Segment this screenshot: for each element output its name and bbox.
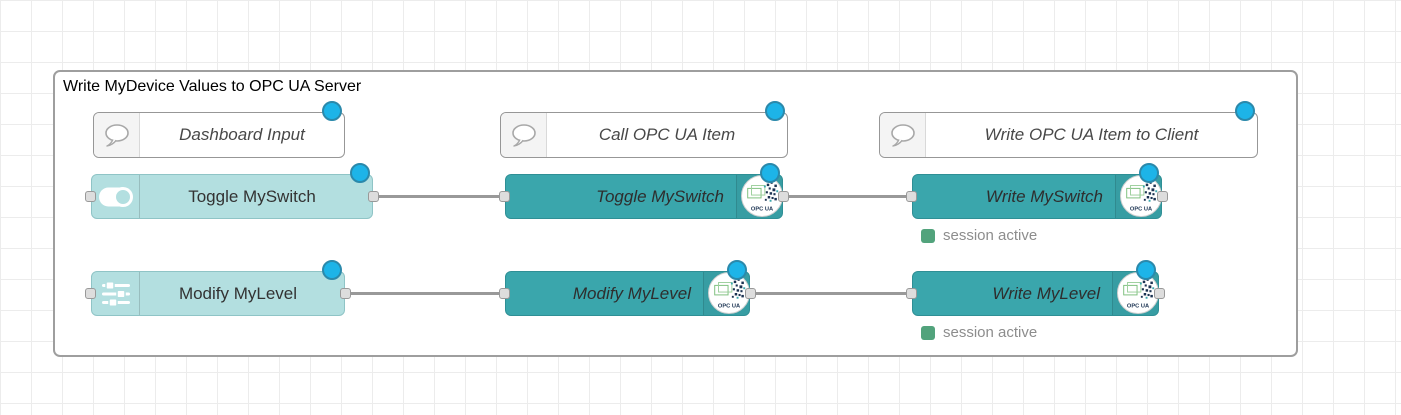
node-modify-mylevel-opcua[interactable]: Modify MyLevel OPC UA [499,260,756,316]
comment-label: Dashboard Input [179,125,305,144]
node-write-mylevel-opcua[interactable]: Write MyLevel OPC UA [906,260,1165,316]
toggle-switch-icon [92,175,140,218]
status-label: session active [943,324,1038,341]
output-port[interactable] [1157,191,1168,202]
input-port[interactable] [499,288,510,299]
opcua-badge-icon: OPC UA [741,175,783,217]
comment-label: Call OPC UA Item [598,125,736,144]
input-port[interactable] [499,191,510,202]
opcua-badge-icon: OPC UA [1120,175,1162,217]
comment-node-dashboard-input[interactable]: Dashboard Input [93,101,345,158]
output-port[interactable] [340,288,351,299]
svg-text:OPC UA: OPC UA [1130,206,1152,212]
changed-indicator-dot [765,101,785,121]
output-port[interactable] [1154,288,1165,299]
changed-indicator-dot [1139,163,1159,183]
svg-text:OPC UA: OPC UA [1127,303,1149,309]
speech-bubble-icon [501,113,547,157]
wire-toggle-ui-to-opc[interactable] [376,195,506,198]
wire-modify-ui-to-opc[interactable] [348,292,506,295]
changed-indicator-dot [322,260,342,280]
node-label: Write MySwitch [985,186,1103,206]
sliders-icon [92,272,140,315]
speech-bubble-icon [94,113,140,157]
status-dot-icon [921,325,935,340]
node-label: Toggle MySwitch [596,186,724,206]
node-modify-mylevel-dashboard[interactable]: Modify MyLevel [85,260,351,316]
output-port[interactable] [778,191,789,202]
input-port[interactable] [85,288,96,299]
comment-label: Write OPC UA Item to Client [984,125,1199,144]
status-label: session active [943,227,1038,244]
output-port[interactable] [745,288,756,299]
changed-indicator-dot [350,163,370,183]
speech-bubble-icon [880,113,926,157]
status-indicator: session active [921,324,1037,341]
opcua-badge-icon: OPC UA [708,272,750,314]
svg-text:OPC UA: OPC UA [718,303,740,309]
status-dot-icon [921,228,935,243]
node-toggle-myswitch-opcua[interactable]: Toggle MySwitch OPC UA [499,163,789,219]
node-toggle-myswitch-dashboard[interactable]: Toggle MySwitch [85,163,379,219]
changed-indicator-dot [760,163,780,183]
input-port[interactable] [85,191,96,202]
wire-toggle-opc-to-write[interactable] [782,195,912,198]
svg-text:OPC UA: OPC UA [751,206,773,212]
group-title: Write MyDevice Values to OPC UA Server [63,78,362,95]
status-indicator: session active [921,227,1037,244]
node-label: Toggle MySwitch [188,186,316,206]
changed-indicator-dot [1235,101,1255,121]
comment-node-write-opcua-item-to-client[interactable]: Write OPC UA Item to Client [879,101,1258,158]
output-port[interactable] [368,191,379,202]
wire-modify-opc-to-write[interactable] [753,292,911,295]
opcua-badge-icon: OPC UA [1117,272,1159,314]
input-port[interactable] [906,191,917,202]
changed-indicator-dot [1136,260,1156,280]
node-write-myswitch-opcua[interactable]: Write MySwitch OPC UA [906,163,1168,219]
changed-indicator-dot [727,260,747,280]
node-label: Modify MyLevel [572,283,691,303]
node-label: Write MyLevel [992,283,1100,303]
node-label: Modify MyLevel [178,283,298,303]
changed-indicator-dot [322,101,342,121]
input-port[interactable] [906,288,917,299]
comment-node-call-opcua-item[interactable]: Call OPC UA Item [500,101,788,158]
